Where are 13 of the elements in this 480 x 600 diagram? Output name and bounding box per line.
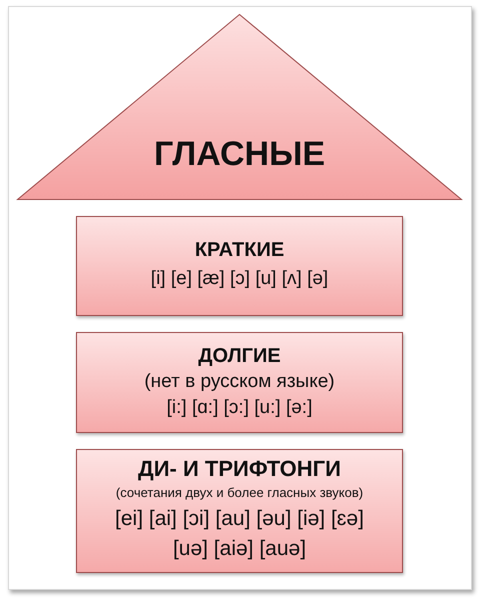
phoneme-list: [i] [e] [æ] [ɔ] [u] [ʌ] [ə]: [150, 266, 328, 292]
category-heading: ДИ- И ТРИФТОНГИ: [138, 455, 341, 484]
title-heading: ГЛАСНЫЕ: [154, 134, 326, 175]
phoneme-list: [i:] [ɑ:] [ɔ:] [u:] [ə:]: [166, 396, 312, 420]
note-text: (нет в русском языке): [144, 370, 335, 394]
category-box: [76, 332, 403, 433]
phoneme-list: [ei] [ai] [ɔi] [au] [əu] [iə] [ɛə] [uə] [aiə] [auə]: [108, 504, 370, 565]
category-box: [76, 449, 403, 573]
category-heading: ДОЛГИЕ: [198, 344, 281, 369]
note-text: (сочетания двух и более гласных звуков): [116, 484, 364, 502]
triangle-shape: [17, 14, 462, 200]
category-heading: КРАТКИЕ: [194, 238, 284, 263]
category-box: [76, 216, 403, 316]
